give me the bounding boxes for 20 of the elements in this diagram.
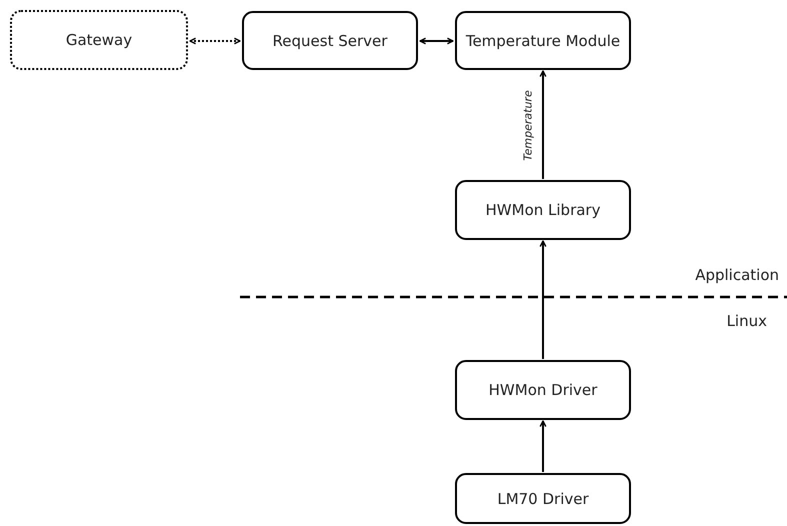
process-box xyxy=(242,11,418,70)
process-box xyxy=(455,180,631,240)
node-label: Request Server xyxy=(272,30,388,50)
arrow xyxy=(540,240,546,359)
layer-label: Linux xyxy=(726,312,767,330)
node-label: Gateway xyxy=(66,30,132,50)
node-label: Temperature Module xyxy=(466,30,620,50)
process-box xyxy=(455,473,631,524)
process-box xyxy=(455,11,631,70)
arrow xyxy=(189,38,241,44)
process-box xyxy=(455,360,631,420)
node-label: LM70 Driver xyxy=(497,488,589,508)
node-label: HWMon Library xyxy=(486,200,600,220)
arrow xyxy=(419,38,454,44)
process-box xyxy=(10,10,188,70)
node-label: HWMon Driver xyxy=(488,380,598,400)
layer-label: Application xyxy=(695,266,779,284)
edge-label: Temperature xyxy=(521,90,534,160)
arrow xyxy=(540,420,546,472)
arrow xyxy=(540,70,546,179)
